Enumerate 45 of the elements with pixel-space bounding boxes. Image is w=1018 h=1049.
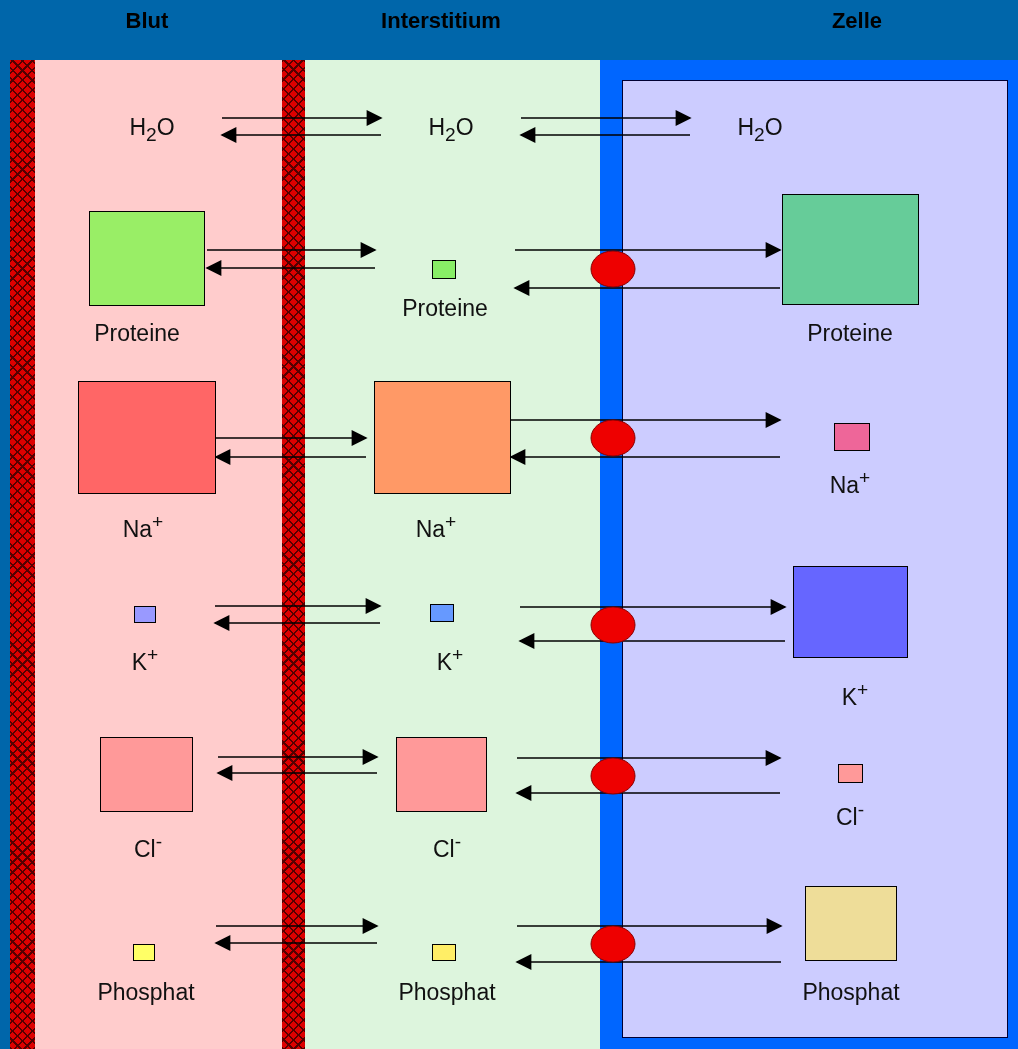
substance-label: Cl$^{-}$ (432, 830, 462, 862)
arrow (516, 918, 783, 934)
arrow (215, 430, 368, 446)
arrow (206, 242, 377, 258)
substance-label: Phosphat (398, 979, 496, 1005)
arrow (519, 599, 787, 615)
substance-label: Phosphat (802, 979, 900, 1005)
arrow (515, 785, 781, 801)
substance-label: H$_{2}$O (737, 114, 783, 147)
arrow (514, 242, 782, 258)
arrow (518, 633, 786, 649)
substance-label: Proteine (807, 320, 893, 346)
substance-label: H$_{2}$O (129, 114, 175, 147)
substance-label: Cl$^{-}$ (133, 830, 163, 862)
substance-label: K$^{+}$ (841, 678, 869, 710)
arrow (221, 110, 383, 126)
substance-label: Proteine (94, 320, 180, 346)
arrow (216, 765, 378, 781)
substance-label: Phosphat (97, 979, 195, 1005)
substance-label: Cl$^{-}$ (835, 798, 865, 830)
arrow (513, 280, 781, 296)
arrow (213, 615, 381, 631)
arrow (214, 449, 367, 465)
arrow (215, 918, 379, 934)
column-heading: Interstitium (381, 8, 501, 34)
arrow (516, 750, 782, 766)
column-heading: Blut (125, 8, 169, 34)
arrow (217, 749, 379, 765)
substance-label: K$^{+}$ (131, 643, 159, 675)
arrow (510, 412, 782, 428)
arrow (509, 449, 781, 465)
arrow (205, 260, 376, 276)
arrow (214, 598, 382, 614)
substance-label: Na$^{+}$ (415, 510, 457, 542)
arrow (520, 110, 692, 126)
substance-label: K$^{+}$ (436, 643, 464, 675)
column-heading: Zelle (831, 8, 883, 34)
arrow (519, 127, 691, 143)
substance-label: Na$^{+}$ (829, 466, 871, 498)
arrow (515, 954, 782, 970)
substance-label: H$_{2}$O (428, 114, 474, 147)
substance-label: Na$^{+}$ (122, 510, 164, 542)
arrow (214, 935, 378, 951)
arrow (220, 127, 382, 143)
substance-label: Proteine (402, 295, 488, 321)
